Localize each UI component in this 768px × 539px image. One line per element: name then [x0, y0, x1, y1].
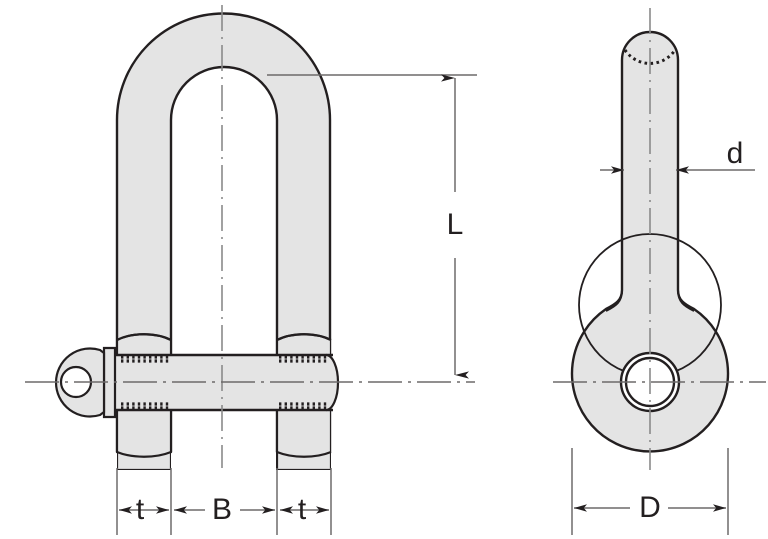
- dimension-label-t-right: t: [298, 493, 307, 526]
- dimension-label-D: D: [639, 491, 661, 524]
- right-boss-top-arc: [276, 333, 332, 341]
- dome-hidden-arc: [623, 49, 677, 65]
- left-boss-top-arc: [116, 333, 172, 341]
- pin-shaft-fill: [104, 355, 331, 410]
- dimension-d: d: [600, 137, 755, 174]
- dimension-D: D: [571, 448, 729, 535]
- right-fillet: [677, 289, 695, 312]
- eye-inner-offset-circle: [578, 233, 722, 377]
- pin-shaft: [104, 353, 340, 412]
- dimension-label-d: d: [727, 137, 744, 170]
- left-fillet: [605, 289, 623, 312]
- left-boss-bottom-arc: [116, 450, 172, 458]
- right-boss-bottom-arc: [276, 450, 332, 458]
- side-view: [553, 8, 766, 470]
- dimension-group-tBt: t B t: [116, 468, 332, 535]
- dimension-label-B: B: [212, 493, 232, 526]
- thread-hatching-left: [121, 355, 169, 410]
- thread-hatching-right: [279, 355, 327, 410]
- dimension-label-t-left: t: [136, 493, 145, 526]
- dimension-label-L: L: [447, 208, 464, 241]
- front-view: [25, 5, 475, 470]
- dimension-L: L: [267, 74, 477, 379]
